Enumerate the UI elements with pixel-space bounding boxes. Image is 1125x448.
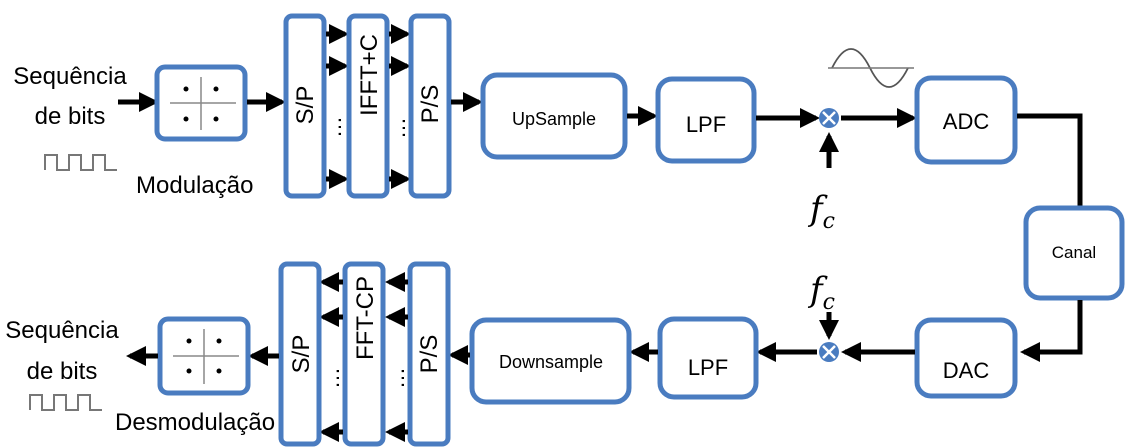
rx-lpf-label: LPF	[688, 355, 728, 380]
mixer-multiplier-icon	[819, 108, 839, 128]
tx-sp-block	[283, 13, 327, 199]
rx-fft-dots: …	[384, 367, 409, 389]
tx-sp-dots: …	[321, 116, 346, 138]
tx-ifft-dots: …	[385, 117, 410, 139]
tx-fc-label: fc	[807, 189, 835, 234]
rx-fft-block	[342, 261, 386, 447]
demodulation-label: Desmodulação	[115, 409, 275, 436]
tx-ifft-label: IFFT+C	[356, 34, 383, 116]
qpsk-constellation-icon	[154, 64, 248, 142]
square-wave-icon	[44, 154, 117, 171]
rx-fft-label: FFT-CP	[352, 276, 379, 360]
rx-sp-dots: …	[319, 367, 344, 389]
rx-square-wave-icon	[29, 394, 102, 411]
upsample-block	[480, 72, 628, 160]
modulation-label: Modulação	[136, 172, 253, 199]
tx-ps-block	[408, 13, 452, 199]
tx-ifft-block	[346, 13, 390, 199]
channel-block	[1023, 205, 1125, 301]
rx-ps-block	[407, 261, 451, 447]
transmitter-chain: Sequência de bits Modulação S/P … IFFT+C…	[13, 13, 1018, 234]
channel-label: Canal	[1052, 243, 1096, 262]
downsample-block	[469, 317, 632, 405]
tx-input-label-line2: de bits	[35, 103, 106, 130]
downsample-label: Downsample	[499, 352, 603, 372]
upsample-label: UpSample	[512, 109, 596, 129]
rx-lpf-block	[657, 316, 759, 400]
rx-qpsk-constellation-icon	[157, 316, 251, 396]
channel-to-dac-wire	[1020, 300, 1083, 362]
tx-sp-label: S/P	[292, 86, 319, 125]
tx-input-label-line1: Sequência	[13, 63, 127, 90]
adc-to-channel-wire	[1017, 113, 1083, 206]
rx-ps-label: P/S	[416, 335, 443, 374]
tx-ps-label: P/S	[417, 85, 444, 124]
tx-lpf-block	[655, 76, 757, 164]
adc-block	[914, 75, 1018, 165]
dac-label: DAC	[943, 358, 990, 383]
rx-fc-label: fc	[807, 270, 835, 315]
channel: Canal	[1017, 113, 1125, 362]
adc-label: ADC	[943, 109, 990, 134]
rx-sp-label: S/P	[288, 335, 315, 374]
rx-sp-block	[278, 261, 322, 447]
receiver-chain: DAC fc LPF Downsample P/S … FFT-CP	[5, 261, 1018, 447]
rx-mixer-multiplier-icon	[819, 342, 839, 362]
rx-output-label-line2: de bits	[27, 358, 98, 385]
tx-lpf-label: LPF	[686, 112, 726, 137]
rx-output-label-line1: Sequência	[5, 317, 119, 344]
dac-block	[914, 317, 1018, 399]
